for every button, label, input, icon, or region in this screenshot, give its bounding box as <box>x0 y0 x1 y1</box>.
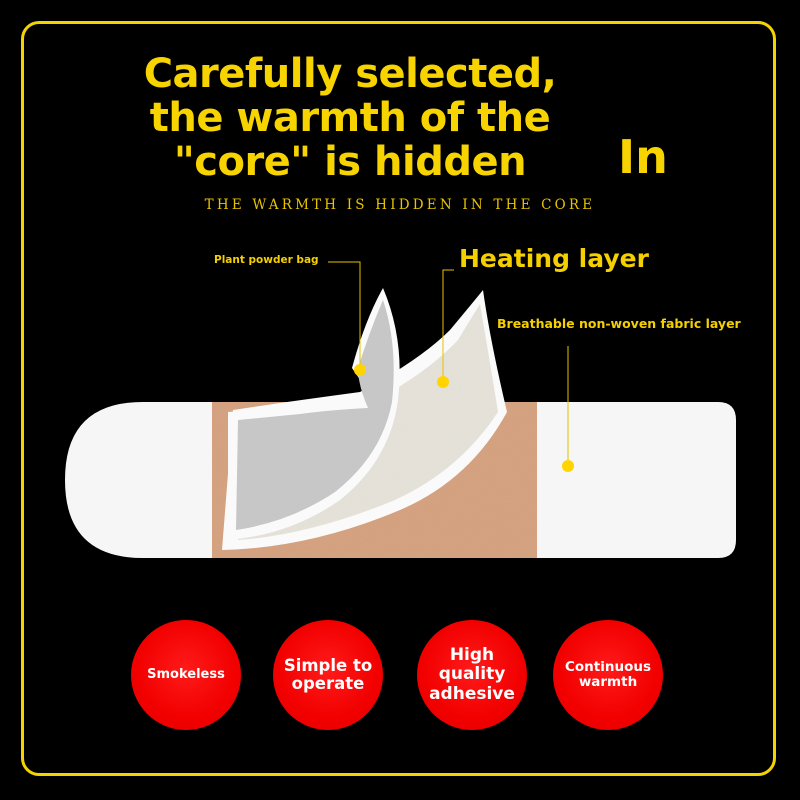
headline-trailing-word: In <box>618 130 668 184</box>
feature-badge-continuous-warmth: Continuous warmth <box>553 620 663 730</box>
heating-layer-marker <box>437 376 449 388</box>
plant-powder-bag-leader <box>328 261 361 370</box>
subtitle: THE WARMTH IS HIDDEN IN THE CORE <box>204 197 596 213</box>
breathable-layer-marker <box>562 460 574 472</box>
plant-powder-bag-label: Plant powder bag <box>214 254 319 266</box>
feature-badge-simple-to-operate: Simple to operate <box>273 620 383 730</box>
breathable-layer-label: Breathable non-woven fabric layer <box>497 316 741 331</box>
headline-line-2: the warmth of the <box>149 95 551 141</box>
feature-label: Continuous warmth <box>564 659 652 690</box>
feature-badge-high-quality-adhesive: High quality adhesive <box>417 620 527 730</box>
feature-label: Simple to operate <box>283 655 373 693</box>
feature-label: High quality adhesive <box>429 644 515 704</box>
heating-layer-label: Heating layer <box>459 244 649 273</box>
plant-powder-bag-marker <box>354 364 366 376</box>
headline-line-1: Carefully selected, <box>143 51 557 97</box>
headline-line-3: "core" is hidden <box>173 139 527 185</box>
feature-badge-smokeless: Smokeless <box>131 620 241 730</box>
headline: Carefully selected, the warmth of the "c… <box>120 52 580 184</box>
feature-label: Smokeless <box>147 666 225 682</box>
heating-layer-leader <box>442 269 454 382</box>
yellow-frame-border <box>21 21 776 776</box>
plant-powder-bag <box>236 300 394 530</box>
